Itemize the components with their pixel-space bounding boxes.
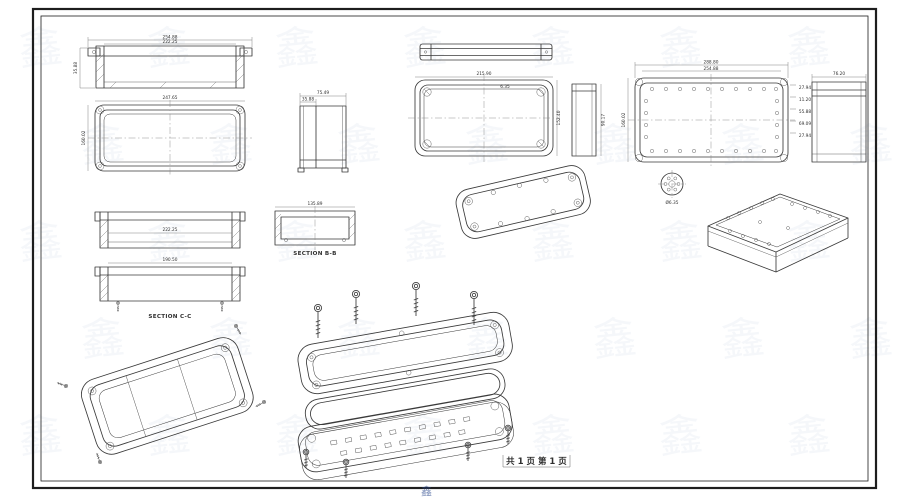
dim-label: 160.02 [621,112,627,127]
dim-label: 35.88 [302,97,315,103]
section-label: SECTION B-B [293,251,336,257]
dim-label: 190.50 [162,257,177,263]
dim-label: 222.25 [162,39,177,45]
view-exploded-assembly [297,281,514,480]
exploded-base [297,393,514,480]
view-lid-end: 90.17 [571,83,607,157]
view-base-top: 288.80 254.88 160.02 27.94 11.20 [621,60,812,166]
sheet-border [31,7,878,490]
view-base-end: 76.20 [811,71,867,163]
view-cover-edge [419,43,553,61]
view-side-section: 222.25 [94,211,246,249]
view-section-cc: 190.50 SECTION C-C [94,257,246,320]
dim-label: 6.35 [500,84,510,90]
footer-block: 共 1 页 第 1 页 [502,455,571,468]
dim-label: 247.65 [162,95,177,101]
view-iso-bottom [56,323,267,465]
dim-label: 27.94 [799,133,812,139]
page-count-label: 共 1 页 第 1 页 [506,456,567,467]
view-lid-top-center: 215.90 152.40 6.35 [408,71,562,162]
section-label: SECTION C-C [148,314,191,320]
dim-label: 152.40 [556,110,562,125]
bottom-logo: 鑫 [421,485,432,498]
dim-label: 254.88 [162,35,177,41]
dim-label: 11.20 [799,97,812,103]
dim-label: 215.90 [476,71,491,77]
view-iso-base [707,193,849,273]
dim-label: 27.94 [799,85,812,91]
dim-label: 222.25 [162,227,177,233]
view-section-bb: 135.89 SECTION B-B [274,201,356,257]
dim-label: 135.89 [307,201,322,207]
dim-label: 76.20 [833,71,846,77]
exploded-gasket [304,368,506,430]
dim-label: 90.17 [601,114,607,127]
view-lid-top-left: 247.65 160.02 [81,95,252,176]
dim-label: 75.49 [317,90,330,96]
dim-label: 55.88 [799,109,812,115]
view-lid-side: 75.49 35.88 [297,90,349,173]
dim-label: 254.88 [703,66,718,72]
dim-label: 288.80 [703,60,718,66]
dim-label: 69.09 [799,121,812,127]
view-boss-detail: Ø6.35 [658,170,686,206]
view-iso-gasket [455,165,591,239]
view-front-section: 254.88 222.25 35.88 [73,35,253,89]
exploded-lid [297,311,513,395]
detail-label: Ø6.35 [666,199,679,206]
dim-label: 35.88 [73,62,79,75]
dim-label: 160.02 [81,130,87,145]
